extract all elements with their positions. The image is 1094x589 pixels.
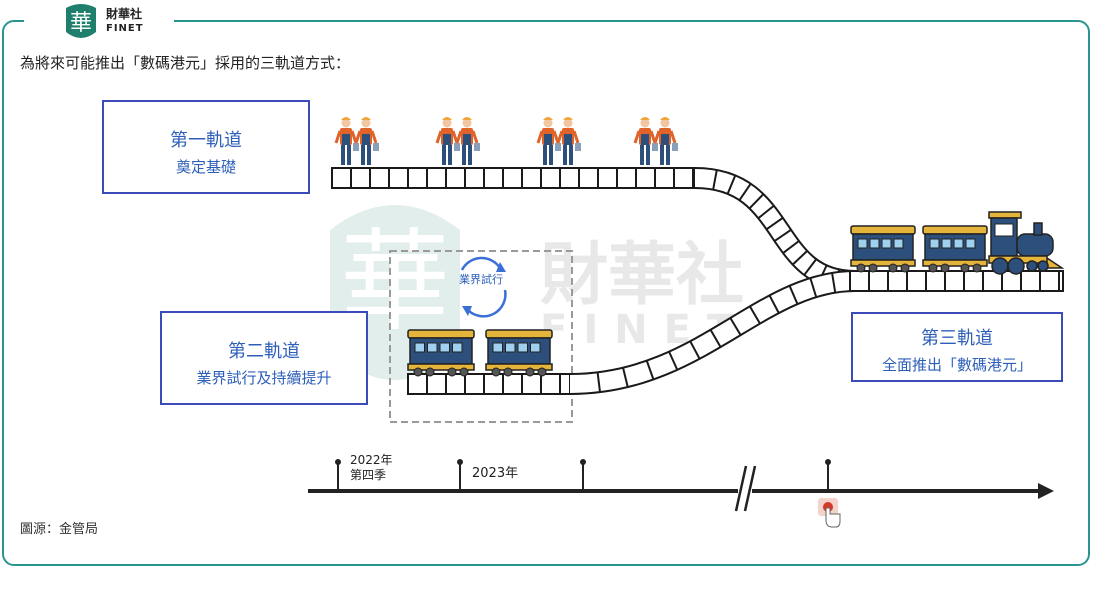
- track-1-subtitle: 奠定基礎: [175, 158, 236, 176]
- timeline-tick-1: [335, 459, 341, 491]
- worker-groups: [334, 117, 678, 165]
- rail-track-3: [849, 270, 1064, 292]
- train-carriage-full-2: [922, 225, 988, 273]
- track-1-title: 第一軌道: [170, 130, 242, 151]
- track-3-subtitle: 全面推出「數碼港元」: [881, 356, 1032, 374]
- timeline-label-2022q4-line1: 2022年: [350, 453, 393, 467]
- trains: [407, 211, 1065, 377]
- track-2-subtitle: 業界試行及持續提升: [196, 369, 332, 387]
- timeline-tick-2: [457, 459, 463, 491]
- worker-icon: [633, 117, 658, 165]
- worker-icon: [536, 117, 561, 165]
- rail-track-1: [331, 167, 696, 189]
- train-carriage-pilot-2: [485, 329, 553, 377]
- pilot-dashed-box: [389, 250, 573, 423]
- track-2-box: 第二軌道 業界試行及持續提升: [160, 311, 368, 405]
- track-1-box: 第一軌道 奠定基礎: [102, 100, 310, 194]
- rail-curve-2: [569, 270, 856, 395]
- timeline-label-2023: 2023年: [472, 466, 519, 481]
- page-heading: 為將來可能推出「數碼港元」採用的三軌道方式：: [20, 54, 351, 72]
- train-carriage-pilot-1: [407, 329, 475, 377]
- timeline-label-2022q4-line2: 第四季: [350, 468, 387, 482]
- rail-tracks: [331, 167, 1064, 395]
- timeline-tick-3: [580, 459, 586, 491]
- timeline-tick-4: [825, 459, 831, 491]
- cycle-label: 業界試行: [459, 273, 503, 286]
- timeline-arrow-icon: [1038, 483, 1054, 499]
- watermark-cn: 財華社: [540, 236, 744, 315]
- track-3-box: 第三軌道 全面推出「數碼港元」: [851, 312, 1063, 382]
- track-3-title: 第三軌道: [921, 328, 993, 349]
- source-note: 圖源：金管局: [20, 522, 99, 537]
- worker-icon: [455, 117, 480, 165]
- frame-gap: [24, 6, 174, 38]
- worker-icon: [435, 117, 460, 165]
- worker-icon: [334, 117, 359, 165]
- rail-track-2: [407, 373, 571, 395]
- cycle-arrows-icon: [460, 256, 507, 318]
- worker-icon: [556, 117, 581, 165]
- worker-icon: [354, 117, 379, 165]
- timeline-label-2022q4: 2022年 第四季: [350, 453, 393, 483]
- finet-seal-icon: 華: [66, 4, 96, 38]
- brand-name-en: FINET: [106, 23, 144, 34]
- track-2-title: 第二軌道: [228, 341, 300, 362]
- worker-icon: [653, 117, 678, 165]
- locomotive-icon: [988, 211, 1065, 275]
- finet-logo: 華 財華社 FINET: [56, 2, 176, 44]
- hand-pointer-icon: [818, 498, 841, 528]
- timeline-break-mark: [734, 465, 748, 512]
- timeline: [308, 459, 1054, 512]
- train-carriage-full-1: [850, 225, 916, 273]
- brand-name-cn: 財華社: [106, 7, 143, 21]
- seal-char: 華: [70, 11, 92, 36]
